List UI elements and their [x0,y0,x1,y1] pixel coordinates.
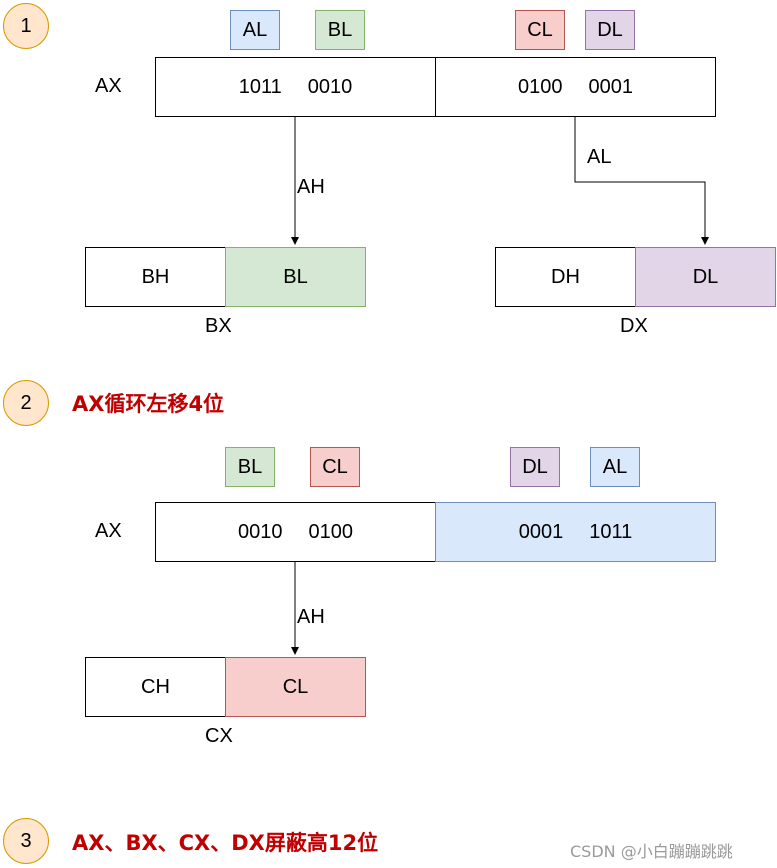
bx-high-cell: BH [85,247,226,307]
ax2-high-nibble-a: 0010 [238,520,283,543]
arrow-label-ah-1: AH [297,176,325,198]
step-2-number: 2 [20,391,32,414]
step-3-heading: AX、BX、CX、DX屏蔽高12位 [72,831,379,855]
tag-dl-2: DL [510,447,560,487]
tag-bl: BL [315,10,365,50]
dx-high-cell: DH [495,247,636,307]
ax1-low-nibble-a: 0100 [518,75,563,98]
arrow-label-al-1: AL [587,146,612,168]
ax-register-2-high: 0010 0100 [155,502,436,562]
ax2-high-nibble-b: 0100 [308,520,354,543]
ax2-low-nibble-a: 0001 [518,520,564,543]
watermark: CSDN @小白蹦蹦跳跳 [570,842,733,861]
tag-cl: CL [515,10,565,50]
ax1-high-nibble-a: 1011 [238,75,282,98]
cx-low-cell: CL [225,657,366,717]
dx-low-cell: DL [635,247,776,307]
cx-label: CX [205,725,233,747]
arrow-label-ah-2: AH [297,606,325,628]
tag-bl-2: BL [225,447,275,487]
tag-dl: DL [585,10,635,50]
step-2-heading: AX循环左移4位 [72,392,225,416]
step-3-number: 3 [20,829,32,852]
cx-high-cell: CH [85,657,226,717]
ax2-low-nibble-b: 1011 [589,520,633,543]
step-1-circle: 1 [3,3,49,49]
ax-label-2: AX [95,520,122,542]
bx-low-cell: BL [225,247,366,307]
ax-register-1-low: 0100 0001 [435,57,716,117]
dx-label: DX [620,315,648,337]
arrow-ax-to-dx [574,117,709,245]
tag-al-2: AL [590,447,640,487]
step-2-circle: 2 [3,380,49,426]
tag-al: AL [230,10,280,50]
step-3-circle: 3 [3,818,49,864]
ax-label-1: AX [95,75,122,97]
ax-register-2-low: 0001 1011 [435,502,716,562]
ax1-high-nibble-b: 0010 [307,75,353,98]
tag-cl-2: CL [310,447,360,487]
bx-label: BX [205,315,232,337]
ax-register-1-high: 1011 0010 [155,57,436,117]
ax1-low-nibble-b: 0001 [588,75,634,98]
step-1-number: 1 [20,14,32,37]
